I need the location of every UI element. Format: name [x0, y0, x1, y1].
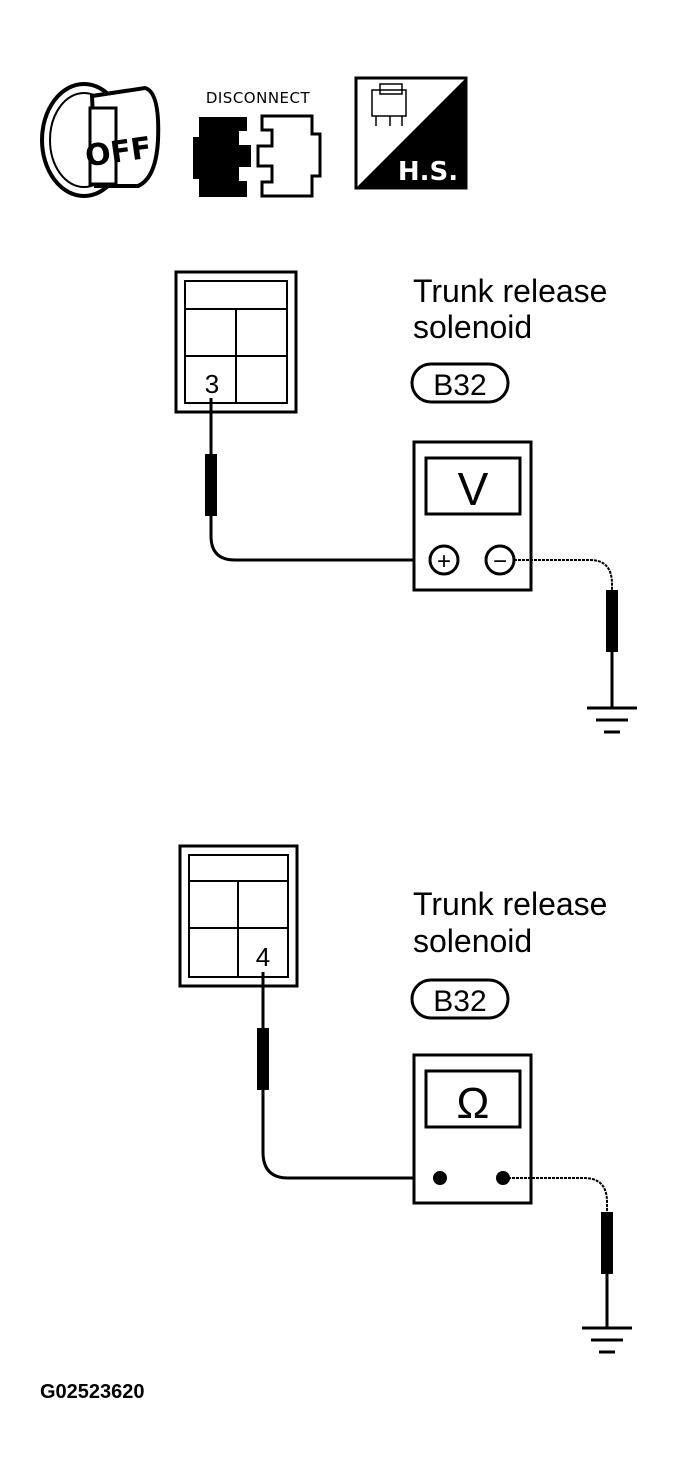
connector-code-badge — [410, 362, 510, 404]
harness-side-icon: H.S. — [354, 76, 468, 190]
meter-symbol: Ω — [457, 1079, 490, 1128]
lead-wire-b — [508, 1177, 608, 1212]
negative-probe — [606, 590, 618, 652]
connector-code: B32 — [433, 369, 486, 402]
ohmmeter: Ω — [412, 1053, 533, 1205]
ignition-key-off-icon: OFF — [40, 82, 161, 198]
negative-lead-wire — [514, 559, 613, 590]
figure-code: G02523620 — [40, 1381, 145, 1403]
voltage-check-diagram: 3 Trunk release solenoid B32 V + − — [174, 270, 637, 734]
connector-b32-harness-side: 4 — [178, 844, 299, 988]
component-label: solenoid — [413, 309, 532, 345]
positive-probe — [205, 454, 217, 516]
probe-terminal-icon — [496, 1171, 510, 1185]
terminal-number: 3 — [205, 369, 219, 399]
component-label: Trunk release — [413, 886, 607, 922]
voltmeter: V + − — [412, 440, 533, 592]
connector-b32-harness-side: 3 — [174, 270, 298, 414]
connector-code-badge — [410, 978, 510, 1020]
lead-wire-a — [261, 1090, 438, 1180]
minus-terminal-sign: − — [493, 548, 507, 575]
component-label: solenoid — [413, 923, 532, 959]
terminal-number: 4 — [256, 942, 270, 972]
ground-icon — [587, 706, 637, 734]
probe-terminal-icon — [433, 1171, 447, 1185]
meter-symbol: V — [458, 463, 489, 515]
connector-code: B32 — [433, 985, 486, 1018]
component-label: Trunk release — [413, 273, 607, 309]
plus-terminal-icon — [428, 544, 460, 576]
disconnect-label: DISCONNECT — [206, 89, 311, 107]
ground-icon — [582, 1326, 632, 1354]
plus-terminal-sign: + — [437, 548, 451, 575]
continuity-check-diagram: 4 Trunk release solenoid B32 Ω — [178, 844, 632, 1354]
probe-a — [257, 1028, 269, 1090]
positive-lead-wire — [209, 516, 430, 562]
probe-b — [601, 1212, 613, 1274]
connector-disconnect-icon: DISCONNECT — [193, 89, 322, 198]
harness-side-label: H.S. — [398, 157, 458, 187]
